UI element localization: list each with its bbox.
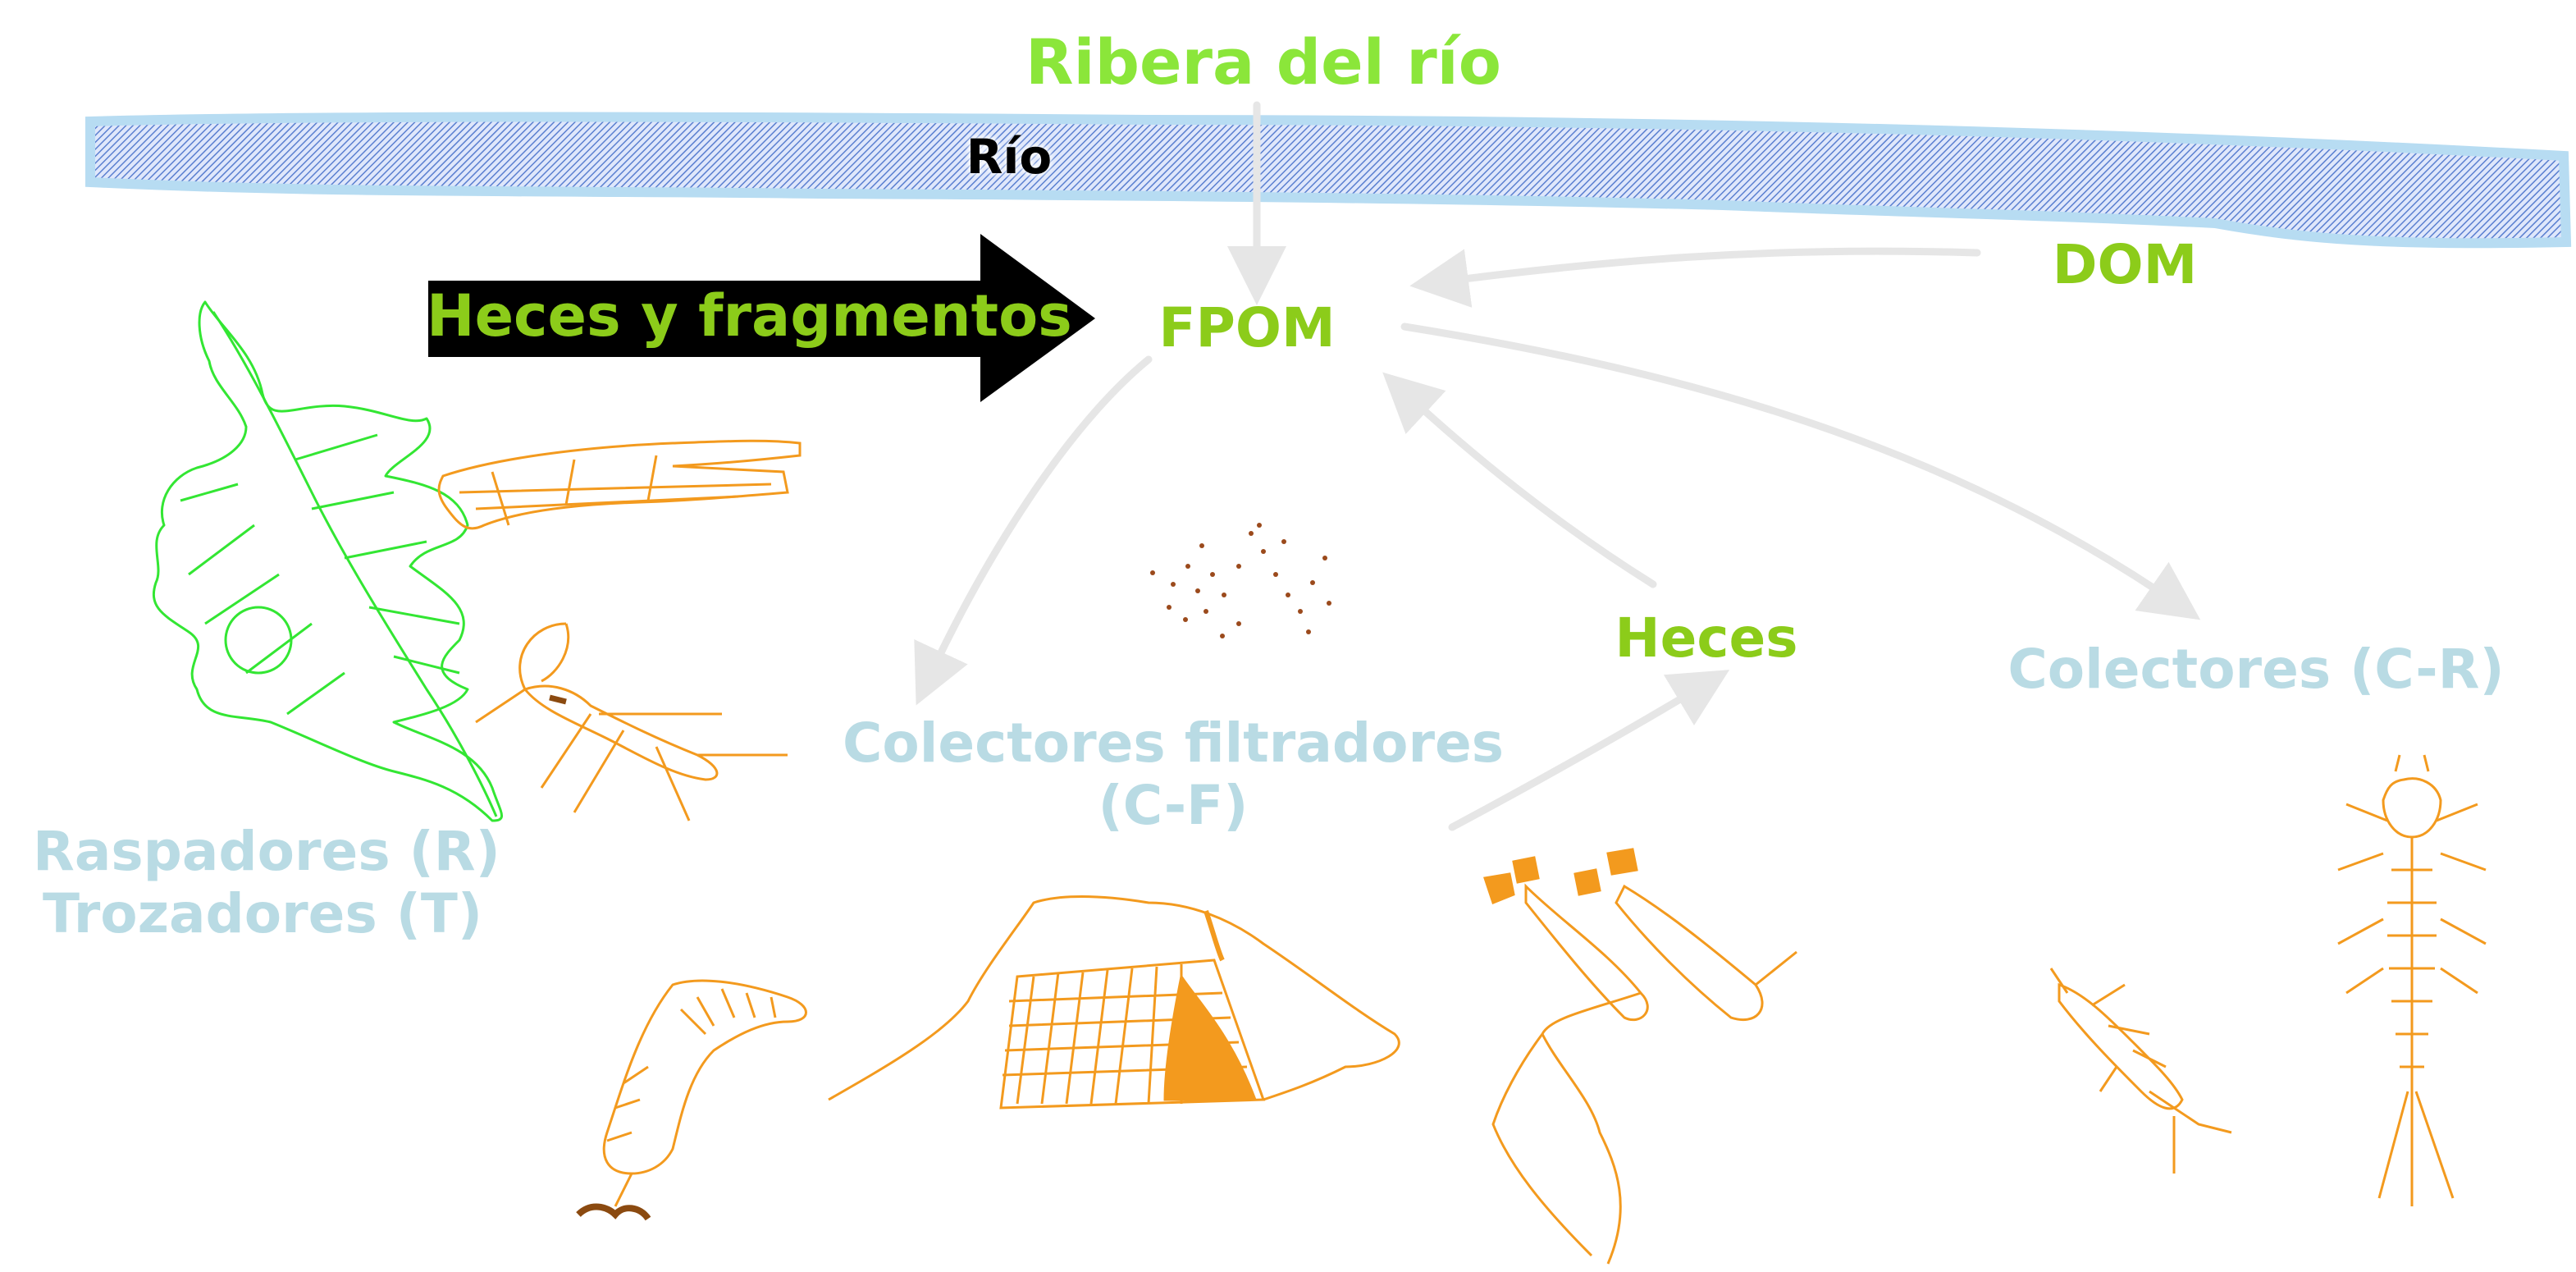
fpom-label: FPOM: [1158, 296, 1336, 359]
shredders-label: Trozadores (T): [42, 881, 483, 945]
arrow-fpom-to-collector-filterers: [914, 355, 1153, 706]
collector-filterers-line-1: Colectores filtradores: [842, 711, 1505, 775]
big-arrow-label: Heces y fragmentos: [427, 282, 1072, 350]
collector-filterers-label: Colectores filtradores (C-F): [837, 712, 1510, 837]
caddisfly-case-drawing: [437, 439, 802, 530]
arrow-fpom-to-collector-gatherers: [1400, 323, 2201, 620]
mayfly-nymph-small-drawing: [2049, 968, 2232, 1174]
collector-filterers-line-2: (C-F): [1098, 773, 1249, 837]
dom-label: DOM: [2052, 233, 2198, 296]
leaf-drawing: [152, 300, 504, 822]
mayfly-nymph-drawing: [2337, 754, 2487, 1206]
fpom-particles: [1150, 523, 1331, 638]
scrapers-label: Raspadores (R): [33, 820, 500, 883]
big-arrow: [428, 234, 1095, 402]
flow-arrows: [914, 101, 2201, 831]
page-title: Ribera del río: [1025, 25, 1501, 98]
scrapers-shredders-label: Raspadores (R) Trozadores (T): [33, 820, 500, 945]
river-label: Río: [966, 129, 1053, 185]
net-spinning-caddisfly-drawing: [828, 895, 1400, 1110]
stonefly-nymph-drawing: [475, 622, 788, 821]
collector-gatherers-label: Colectores (C-R): [2007, 638, 2505, 701]
arrow-dom-to-fpom: [1409, 247, 1981, 308]
river-band: [85, 112, 2572, 249]
arrow-filterers-to-feces: [1448, 670, 1730, 831]
amphipod-drawing: [576, 979, 807, 1221]
blackfly-larvae-drawing: [1483, 848, 1797, 1265]
feces-label: Heces: [1615, 606, 1798, 670]
arrow-feces-to-fpom: [1382, 372, 1657, 588]
